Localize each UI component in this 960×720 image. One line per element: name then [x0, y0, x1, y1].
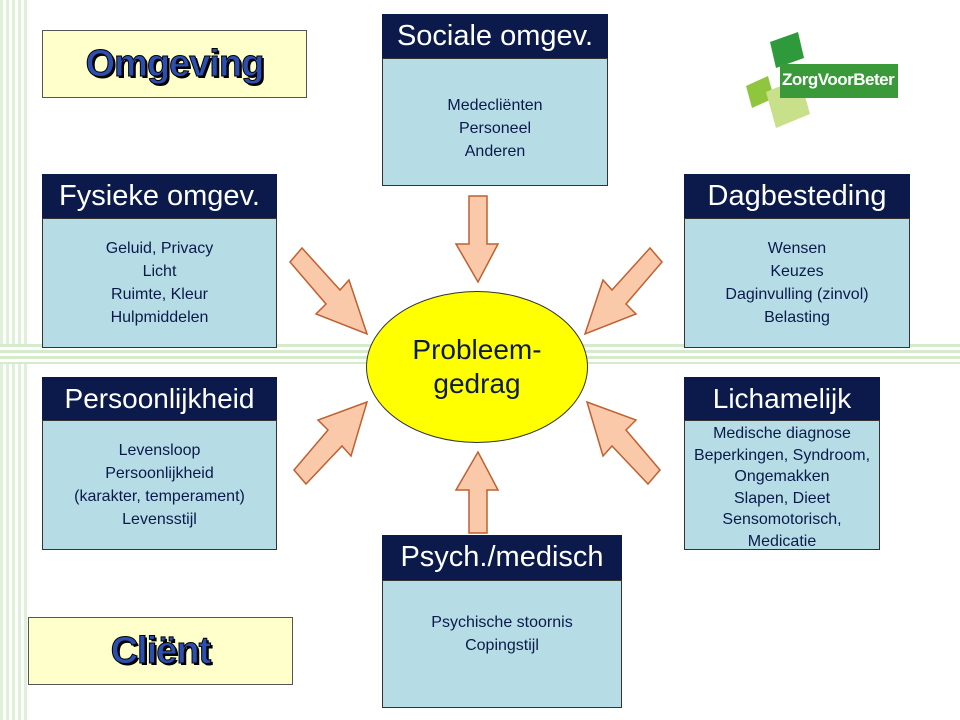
dagbesteding-title: Dagbesteding: [707, 179, 887, 212]
persoonlijkheid-item: Levensstijl: [122, 511, 197, 528]
persoonlijkheid-item: (karakter, temperament): [74, 488, 245, 505]
client-label-text: Cliënt: [110, 629, 212, 672]
lichamelijk-title: Lichamelijk: [712, 382, 852, 414]
dagbesteding-item: Belasting: [764, 309, 830, 326]
sociale-header: Sociale omgev.: [382, 14, 608, 58]
sociale-title: Sociale omgev.: [396, 19, 594, 52]
dagbesteding-header: Dagbesteding: [684, 174, 910, 218]
logo-graphic: [746, 32, 898, 128]
persoonlijkheid-box: Levensloop Persoonlijkheid (karakter, te…: [42, 420, 277, 550]
center-line1: Probleem-: [412, 334, 542, 365]
lichamelijk-box: Medische diagnose Beperkingen, Syndroom,…: [684, 420, 880, 550]
dagbesteding-item: Keuzes: [770, 263, 824, 280]
fysieke-item: Geluid, Privacy: [105, 240, 214, 257]
lichamelijk-header: Lichamelijk: [684, 377, 880, 420]
zorgvoorbeter-logo: ZorgVoorBeter: [740, 28, 900, 138]
lichamelijk-item: Medicatie: [747, 532, 817, 550]
omgeving-label-text: Omgeving: [85, 42, 265, 85]
psych-title: Psych./medisch: [400, 541, 604, 573]
psych-box: Psychische stoornis Copingstijl: [382, 580, 622, 708]
sociale-box: Medecliënten Personeel Anderen: [382, 58, 608, 186]
psych-item: Copingstijl: [465, 637, 539, 654]
arrow-lower-left: [293, 400, 369, 486]
fysieke-header: Fysieke omgev.: [42, 174, 277, 218]
persoonlijkheid-item: Persoonlijkheid: [105, 465, 214, 482]
probleemgedrag-ellipse: Probleem- gedrag: [366, 291, 588, 443]
logo-text: ZorgVoorBeter: [782, 70, 895, 89]
client-label: Cliënt: [28, 617, 293, 685]
persoonlijkheid-title: Persoonlijkheid: [64, 382, 255, 414]
dagbesteding-box: Wensen Keuzes Daginvulling (zinvol) Bela…: [684, 218, 910, 348]
lichamelijk-item: Beperkingen, Syndroom,: [693, 446, 871, 464]
arrow-up-bottom: [454, 450, 500, 534]
center-line2: gedrag: [433, 368, 521, 399]
arrow-upper-right: [583, 246, 663, 336]
psych-header: Psych./medisch: [382, 535, 622, 580]
persoonlijkheid-header: Persoonlijkheid: [42, 377, 277, 420]
arrow-lower-right: [585, 400, 661, 486]
arrow-down-top: [454, 195, 500, 284]
lichamelijk-item: Ongemakken: [734, 468, 830, 485]
lichamelijk-item: Medische diagnose: [713, 425, 851, 442]
sociale-item: Medecliënten: [447, 96, 543, 114]
fysieke-item: Ruimte, Kleur: [111, 286, 208, 303]
sociale-item: Anderen: [464, 142, 526, 160]
omgeving-label: Omgeving: [42, 30, 307, 98]
fysieke-box: Geluid, Privacy Licht Ruimte, Kleur Hulp…: [42, 218, 277, 348]
psych-item: Psychische stoornis: [431, 614, 573, 631]
arrow-upper-left: [289, 246, 369, 336]
lichamelijk-item: Sensomotorisch,: [722, 511, 842, 528]
dagbesteding-item: Daginvulling (zinvol): [725, 286, 869, 303]
lichamelijk-item: Slapen, Dieet: [733, 489, 831, 507]
persoonlijkheid-item: Levensloop: [118, 442, 201, 459]
fysieke-item: Licht: [142, 263, 177, 280]
sociale-item: Personeel: [458, 119, 532, 137]
dagbesteding-item: Wensen: [767, 240, 827, 257]
fysieke-title: Fysieke omgev.: [59, 179, 260, 212]
fysieke-item: Hulpmiddelen: [110, 309, 209, 326]
